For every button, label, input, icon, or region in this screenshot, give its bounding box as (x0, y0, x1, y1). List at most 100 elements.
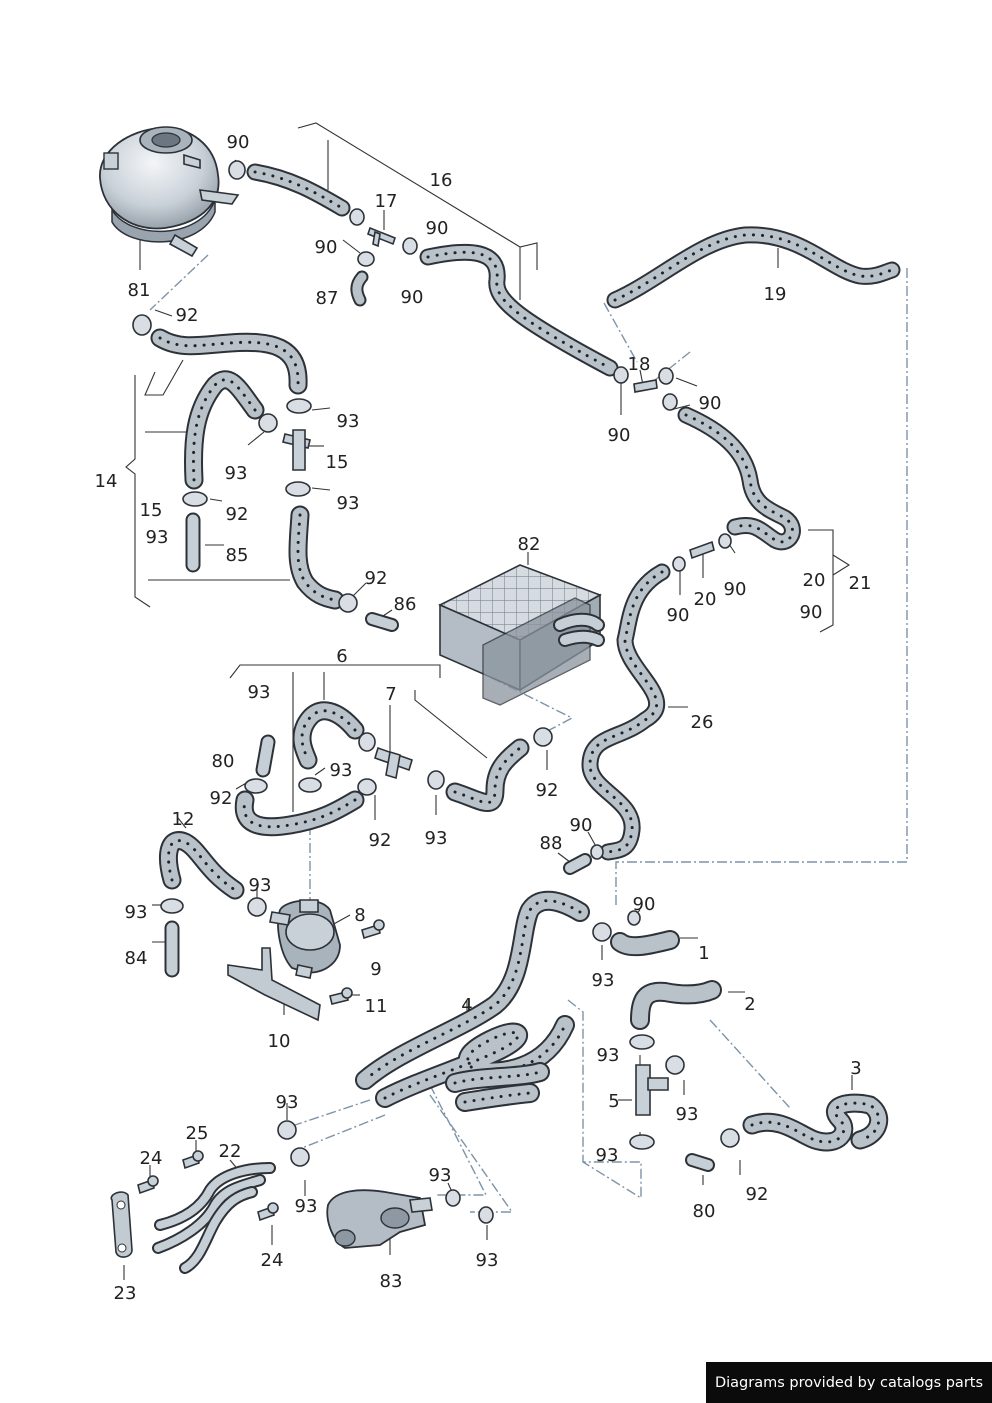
hose-14-top (150, 328, 308, 395)
credit-text: Diagrams provided by catalogs parts (714, 1374, 984, 1391)
part-label: 93 (276, 1092, 299, 1113)
part-label: 7 (385, 684, 396, 705)
part-label: 92 (746, 1184, 769, 1205)
hose-1 (610, 930, 680, 957)
part-label: 18 (628, 354, 651, 375)
part-label: 80 (693, 1201, 716, 1222)
clamps (132, 160, 740, 1224)
part-label: 93 (476, 1250, 499, 1271)
clamp (402, 237, 418, 255)
part-label: 93 (597, 1045, 620, 1066)
pipe-86 (365, 612, 399, 632)
part-label: 90 (608, 425, 631, 446)
part-label: 93 (676, 1104, 699, 1125)
part-label: 93 (248, 682, 271, 703)
clamp (629, 1034, 655, 1050)
hose-16b (419, 243, 619, 377)
clamp (478, 1206, 494, 1224)
part-label: 26 (691, 712, 714, 733)
part-label: 82 (518, 534, 541, 555)
clamp (290, 1147, 310, 1167)
part-label: 93 (596, 1145, 619, 1166)
clamp (357, 778, 377, 796)
screw-11 (329, 987, 353, 1005)
hose-12 (158, 831, 245, 900)
screws (137, 919, 385, 1222)
part-label: 8 (354, 905, 365, 926)
hose-6b (234, 790, 365, 837)
clamp (286, 398, 312, 414)
part-label: 93 (125, 902, 148, 923)
hose-4d (455, 1083, 540, 1112)
hose-4c (445, 1062, 550, 1093)
clamp (298, 777, 322, 793)
clamp (590, 844, 604, 860)
part-label: 90 (570, 815, 593, 836)
hose-4a (355, 890, 590, 1090)
part-label: 24 (140, 1148, 163, 1169)
part-label: 90 (315, 237, 338, 258)
part-label: 15 (140, 500, 163, 521)
part-label: 2 (744, 994, 755, 1015)
part-label: 92 (365, 568, 388, 589)
part-label: 83 (380, 1271, 403, 1292)
clamp (672, 556, 686, 572)
part-label: 19 (764, 284, 787, 305)
hose-18-20 (677, 406, 801, 551)
coolant-pump (227, 899, 341, 1022)
part-label: 92 (369, 830, 392, 851)
part-label: 93 (249, 875, 272, 896)
part-label: 86 (394, 594, 417, 615)
part-label: 81 (128, 280, 151, 301)
part-label: 90 (724, 579, 747, 600)
clamp (427, 770, 445, 790)
clamp (613, 366, 629, 384)
clamp (358, 732, 376, 752)
part-label: 88 (540, 833, 563, 854)
screw-24a (137, 1175, 159, 1195)
clamp (244, 778, 268, 794)
part-label: 1 (698, 943, 709, 964)
part-label: 15 (326, 452, 349, 473)
thermostat-housing (326, 1189, 433, 1249)
hose-15 (183, 370, 265, 490)
part-label: 23 (114, 1283, 137, 1304)
clamp (629, 1134, 655, 1150)
hose-26 (581, 563, 671, 861)
part-label: 3 (850, 1058, 861, 1079)
heater-core (438, 564, 605, 706)
part-label: 14 (95, 471, 118, 492)
clamp (285, 481, 311, 497)
part-label: 22 (219, 1141, 242, 1162)
part-label: 85 (226, 545, 249, 566)
part-label: 90 (699, 393, 722, 414)
clamp (658, 367, 674, 385)
pipe-80b (685, 1153, 715, 1172)
part-label: 92 (210, 788, 233, 809)
part-label: 84 (125, 948, 148, 969)
part-label: 92 (226, 504, 249, 525)
hose-16 (246, 163, 351, 217)
part-label: 90 (401, 287, 424, 308)
hose-14-lower (288, 505, 345, 610)
clamp (357, 251, 375, 267)
clamp (247, 897, 267, 917)
clamp (258, 413, 278, 433)
clamp (665, 1055, 685, 1075)
clamp (277, 1120, 297, 1140)
clamp (720, 1128, 740, 1148)
hose-6a (292, 701, 365, 770)
clamp (228, 160, 246, 180)
part-label: 90 (426, 218, 449, 239)
hoses (150, 163, 901, 1152)
part-label: 24 (261, 1250, 284, 1271)
clamp (160, 898, 184, 914)
hose-19 (606, 226, 901, 309)
part-label: 92 (536, 780, 559, 801)
clamp (592, 922, 612, 942)
part-label: 87 (316, 288, 339, 309)
part-label: 20 (803, 570, 826, 591)
hose-3 (742, 1093, 889, 1152)
hose-6c (445, 738, 530, 812)
